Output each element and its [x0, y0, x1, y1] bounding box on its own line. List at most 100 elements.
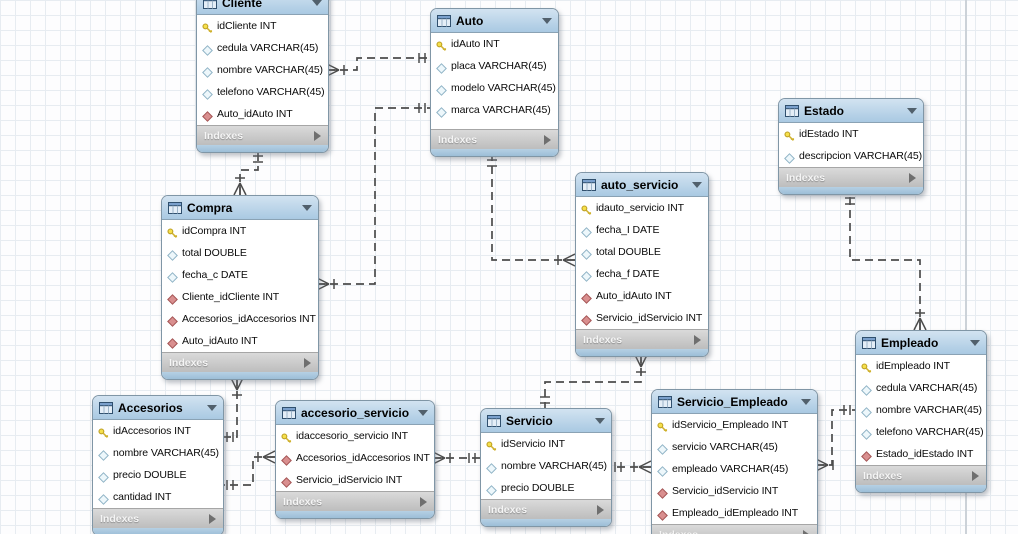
column-row[interactable]: Auto_idAuto INT [576, 285, 708, 307]
column-row[interactable]: idAuto INT [431, 33, 558, 55]
table-header[interactable]: Empleado [856, 331, 986, 355]
column-row[interactable]: telefono VARCHAR(45) [197, 81, 328, 103]
column-row[interactable]: idEstado INT [779, 123, 923, 145]
column-row[interactable]: fecha_c DATE [162, 264, 318, 286]
column-row[interactable]: total DOUBLE [576, 241, 708, 263]
relationship-auto_servicio-servicio[interactable] [540, 354, 648, 408]
entity-table-Compra[interactable]: Compra idCompra INT total DOUBLE fecha_c… [161, 195, 319, 380]
entity-table-auto_servicio[interactable]: auto_servicio idauto_servicio INT fecha_… [575, 172, 709, 357]
relationship-accesorio_servicio-accesorios[interactable] [222, 450, 276, 490]
relationship-auto_servicio-auto[interactable] [487, 155, 576, 267]
relationship-line[interactable] [222, 456, 275, 486]
indexes-expand-icon[interactable] [803, 529, 810, 534]
column-row[interactable]: descripcion VARCHAR(45) [779, 145, 923, 167]
column-row[interactable]: cedula VARCHAR(45) [197, 37, 328, 59]
column-row[interactable]: idEmpleado INT [856, 355, 986, 377]
column-row[interactable]: precio DOUBLE [481, 477, 611, 499]
indexes-footer[interactable]: Indexes [652, 524, 817, 534]
relationship-line[interactable] [816, 409, 855, 466]
table-header[interactable]: Cliente [197, 0, 328, 15]
entity-table-Estado[interactable]: Estado idEstado INT descripcion VARCHAR(… [778, 98, 924, 195]
indexes-expand-icon[interactable] [209, 513, 216, 524]
column-row[interactable]: idAccesorios INT [93, 420, 223, 442]
relationship-line[interactable] [491, 155, 575, 261]
indexes-expand-icon[interactable] [544, 134, 551, 145]
column-row[interactable]: Cliente_idCliente INT [162, 286, 318, 308]
entity-table-accesorio_servicio[interactable]: accesorio_servicio idaccesorio_servicio … [275, 400, 435, 519]
collapse-arrow-icon[interactable] [542, 17, 552, 24]
indexes-expand-icon[interactable] [972, 470, 979, 481]
column-row[interactable]: fecha_I DATE [576, 219, 708, 241]
column-row[interactable]: idServicio INT [481, 433, 611, 455]
column-row[interactable]: idaccesorio_servicio INT [276, 425, 434, 447]
relationship-compra-auto[interactable] [316, 103, 430, 291]
table-header[interactable]: Accesorios [93, 396, 223, 420]
table-header[interactable]: accesorio_servicio [276, 401, 434, 425]
table-header[interactable]: Compra [162, 196, 318, 220]
column-row[interactable]: idCompra INT [162, 220, 318, 242]
column-row[interactable]: marca VARCHAR(45) [431, 99, 558, 121]
collapse-arrow-icon[interactable] [312, 0, 322, 6]
table-header[interactable]: Servicio [481, 409, 611, 433]
column-row[interactable]: Servicio_idServicio INT [652, 480, 817, 502]
column-row[interactable]: precio DOUBLE [93, 464, 223, 486]
column-row[interactable]: Empleado_idEmpleado INT [652, 502, 817, 524]
collapse-arrow-icon[interactable] [207, 404, 217, 411]
column-row[interactable]: nombre VARCHAR(45) [856, 399, 986, 421]
indexes-expand-icon[interactable] [909, 172, 916, 183]
relationship-line[interactable] [849, 193, 921, 330]
relationship-cliente-auto[interactable] [326, 53, 430, 77]
entity-table-Empleado[interactable]: Empleado idEmpleado INT cedula VARCHAR(4… [855, 330, 987, 493]
relationship-empleado-estado[interactable] [845, 193, 927, 331]
indexes-footer[interactable]: Indexes [197, 125, 328, 145]
column-row[interactable]: fecha_f DATE [576, 263, 708, 285]
relationship-compra-cliente[interactable] [233, 151, 263, 196]
column-row[interactable]: idCliente INT [197, 15, 328, 37]
entity-table-Cliente[interactable]: Cliente idCliente INT cedula VARCHAR(45)… [196, 0, 329, 153]
indexes-footer[interactable]: Indexes [856, 465, 986, 485]
column-row[interactable]: nombre VARCHAR(45) [93, 442, 223, 464]
indexes-footer[interactable]: Indexes [779, 167, 923, 187]
indexes-footer[interactable]: Indexes [162, 352, 318, 372]
entity-table-Servicio_Empleado[interactable]: Servicio_Empleado idServicio_Empleado IN… [651, 389, 818, 534]
column-row[interactable]: Accesorios_idAccesorios INT [276, 447, 434, 469]
indexes-expand-icon[interactable] [597, 504, 604, 515]
indexes-footer[interactable]: Indexes [93, 508, 223, 528]
table-header[interactable]: auto_servicio [576, 173, 708, 197]
column-row[interactable]: total DOUBLE [162, 242, 318, 264]
column-row[interactable]: cedula VARCHAR(45) [856, 377, 986, 399]
indexes-expand-icon[interactable] [304, 357, 311, 368]
table-header[interactable]: Auto [431, 9, 558, 33]
entity-table-Accesorios[interactable]: Accesorios idAccesorios INT nombre VARCH… [92, 395, 224, 534]
relationship-line[interactable] [317, 107, 430, 285]
collapse-arrow-icon[interactable] [970, 339, 980, 346]
relationship-servicio_empleado-servicio[interactable] [610, 460, 652, 474]
column-row[interactable]: telefono VARCHAR(45) [856, 421, 986, 443]
column-row[interactable]: Auto_idAuto INT [162, 330, 318, 352]
column-row[interactable]: nombre VARCHAR(45) [481, 455, 611, 477]
indexes-footer[interactable]: Indexes [276, 491, 434, 511]
collapse-arrow-icon[interactable] [692, 181, 702, 188]
table-header[interactable]: Servicio_Empleado [652, 390, 817, 414]
column-row[interactable]: idServicio_Empleado INT [652, 414, 817, 436]
column-row[interactable]: modelo VARCHAR(45) [431, 77, 558, 99]
column-row[interactable]: Estado_idEstado INT [856, 443, 986, 465]
relationship-line[interactable] [239, 151, 259, 195]
collapse-arrow-icon[interactable] [302, 204, 312, 211]
column-row[interactable]: placa VARCHAR(45) [431, 55, 558, 77]
indexes-footer[interactable]: Indexes [481, 499, 611, 519]
column-row[interactable]: Servicio_idServicio INT [576, 307, 708, 329]
indexes-expand-icon[interactable] [420, 496, 427, 507]
relationship-compra-accesorios[interactable] [222, 377, 244, 442]
column-row[interactable]: Accesorios_idAccesorios INT [162, 308, 318, 330]
indexes-footer[interactable]: Indexes [431, 129, 558, 149]
entity-table-Auto[interactable]: Auto idAuto INT placa VARCHAR(45) modelo… [430, 8, 559, 157]
column-row[interactable]: Servicio_idServicio INT [276, 469, 434, 491]
collapse-arrow-icon[interactable] [595, 417, 605, 424]
column-row[interactable]: nombre VARCHAR(45) [197, 59, 328, 81]
collapse-arrow-icon[interactable] [907, 107, 917, 114]
indexes-expand-icon[interactable] [314, 130, 321, 141]
indexes-expand-icon[interactable] [694, 334, 701, 345]
relationship-accesorio_servicio-servicio[interactable] [432, 451, 480, 465]
